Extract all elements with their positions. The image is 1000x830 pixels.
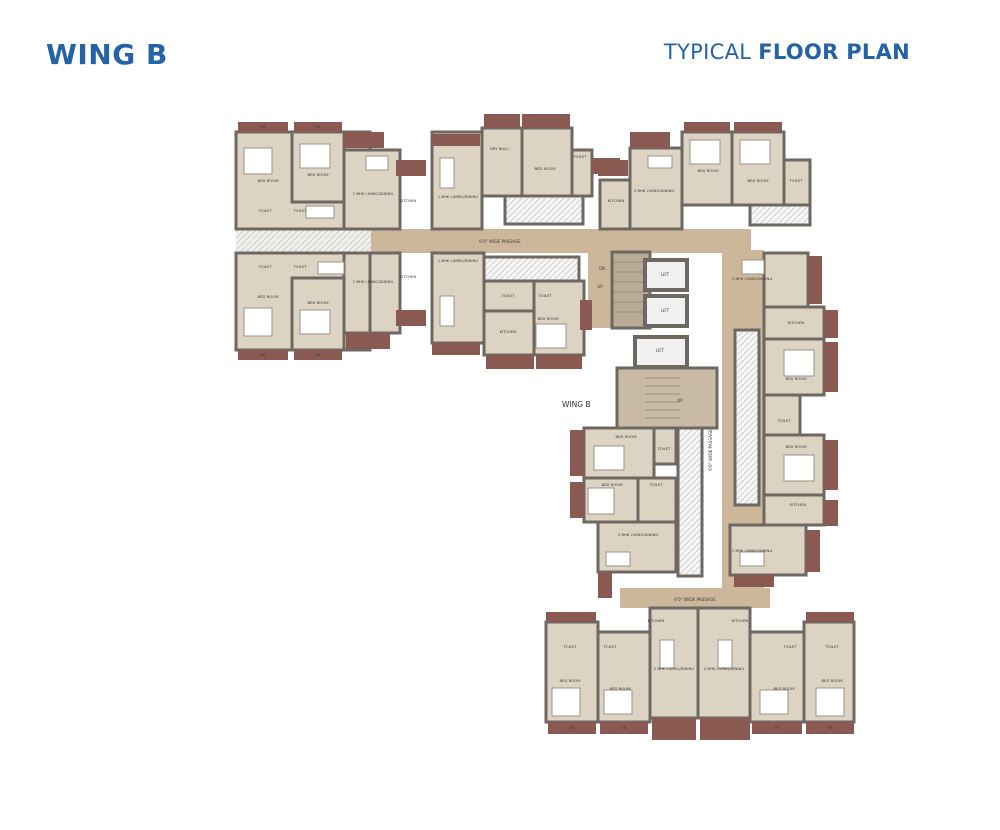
room-label: TOILET <box>572 154 587 159</box>
wing-label: WING B <box>562 400 591 409</box>
room-label: 1 BHK LIVING/DINING <box>438 258 479 263</box>
room-label: BED ROOM <box>559 678 580 683</box>
room-label: TOILET <box>292 264 307 269</box>
room-label: F.B. <box>315 352 322 357</box>
room-label: F.B. <box>827 725 834 730</box>
room-label: TOILET <box>292 208 307 213</box>
balconies-top-right <box>598 122 782 176</box>
room-label: BED ROOM <box>785 376 806 381</box>
room-label: KITCHEN <box>608 198 625 203</box>
furniture <box>243 139 845 717</box>
balconies-right <box>734 256 838 587</box>
room-label: 2 BHK LIVING/DINING <box>353 191 394 196</box>
room-labels: BED ROOM BED ROOM BED ROOM BED ROOM 2 BH… <box>257 124 842 730</box>
room-label: TOILET <box>656 446 671 451</box>
room-label: TOILET <box>562 644 577 649</box>
room-label: 2 BHK LIVING/DINING <box>704 666 745 671</box>
dn-label: DN <box>599 266 605 271</box>
balconies-center <box>570 430 612 598</box>
room-label: F.B. <box>775 725 782 730</box>
lift-label: LIFT <box>661 272 670 277</box>
lift-label: LIFT <box>661 308 670 313</box>
room-label: 1 BHK LIVING/DINING <box>438 194 479 199</box>
room-label: BED ROOM <box>747 178 768 183</box>
room-label: F.B. <box>569 725 576 730</box>
passage-label-right: 6'0" WIDE PASSAGE <box>708 429 713 471</box>
room-label: 2 BHK LIVING/DINING <box>618 532 659 537</box>
room-label: BED ROOM <box>307 172 328 177</box>
room-label: BED ROOM <box>257 178 278 183</box>
room-label: KITCHEN <box>500 329 517 334</box>
room-label: F.B. <box>260 352 267 357</box>
balconies-top-left <box>238 122 426 360</box>
room-label: BED ROOM <box>537 316 558 321</box>
room-label: TOILET <box>257 208 272 213</box>
room-label: F.B. <box>621 725 628 730</box>
room-label: TOILET <box>257 264 272 269</box>
wing-title: WING B <box>46 38 168 71</box>
room-label: BED ROOM <box>697 168 718 173</box>
room-label: BED ROOM <box>534 166 555 171</box>
room-label: BED ROOM <box>257 294 278 299</box>
room-label: TOILET <box>782 644 797 649</box>
room-label: TOILET <box>537 293 552 298</box>
room-label: TOILET <box>602 644 617 649</box>
room-label: BED ROOM <box>785 444 806 449</box>
room-label: BED ROOM <box>609 686 630 691</box>
core-labels: LIFT LIFT LIFT DN UP UP <box>597 266 683 403</box>
apartment-block-bottom <box>544 606 856 724</box>
room-label: BED ROOM <box>773 686 794 691</box>
plan-title-emphasis: FLOOR PLAN <box>758 40 910 64</box>
up-label: UP <box>597 284 603 289</box>
room-label: TOILET <box>776 418 791 423</box>
room-label: 2 BHK LIVING/DINING <box>634 188 675 193</box>
room-label: KITCHEN <box>732 618 749 623</box>
up-label: UP <box>677 398 683 403</box>
room-label: BED ROOM <box>615 434 636 439</box>
room-label: BED ROOM <box>821 678 842 683</box>
room-label: TOILET <box>648 482 663 487</box>
room-label: 2 BHK LIVING/DINING <box>353 279 394 284</box>
room-label: BED ROOM <box>307 300 328 305</box>
room-label: 2 BHK LIVING/DINING <box>654 666 695 671</box>
room-label: 1 BHK LIVING/DINING <box>732 276 773 281</box>
passage-labels: 6'0" WIDE PASSAGE 6'0" WIDE PASSAGE 6'0"… <box>479 239 716 602</box>
room-label: TOILET <box>500 293 515 298</box>
lift-label: LIFT <box>656 348 665 353</box>
room-label: F.B. <box>315 124 322 129</box>
apartment-block-top-right <box>598 130 812 231</box>
passage-label-bottom: 6'0" WIDE PASSAGE <box>674 597 716 602</box>
room-label: BED ROOM <box>601 482 622 487</box>
room-label: F.B. <box>260 124 267 129</box>
plan-title: TYPICAL FLOOR PLAN <box>664 40 910 64</box>
plan-title-prefix: TYPICAL <box>663 40 752 64</box>
room-label: KITCHEN <box>790 502 807 507</box>
room-label: TOILET <box>788 178 803 183</box>
room-label: DRY BALC. <box>490 146 510 151</box>
room-label: KITCHEN <box>400 274 417 279</box>
room-label: KITCHEN <box>788 320 805 325</box>
passage-label-top: 6'0" WIDE PASSAGE <box>479 239 521 244</box>
room-label: KITCHEN <box>648 618 665 623</box>
room-label: TOILET <box>824 644 839 649</box>
room-label: 1 BHK LIVING/DINING <box>732 548 773 553</box>
room-label: KITCHEN <box>400 198 417 203</box>
balconies-bottom <box>546 612 854 740</box>
